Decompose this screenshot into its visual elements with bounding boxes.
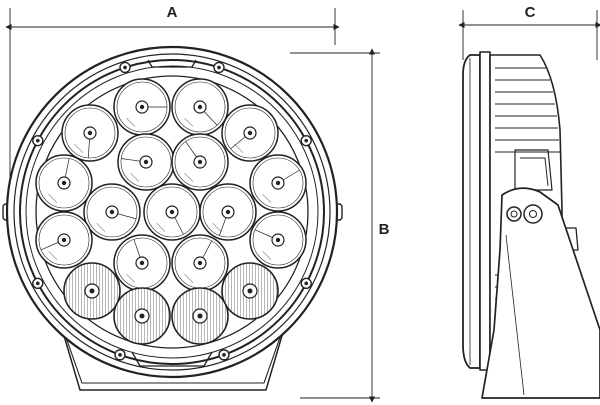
bezel-ring [19, 59, 325, 365]
led-clear [35, 154, 93, 212]
side-bracket [481, 187, 600, 399]
bezel-screw [32, 277, 44, 290]
pivot-bolt-1 [506, 206, 522, 222]
side-lens-plate [462, 54, 481, 369]
led-clear [249, 154, 307, 212]
dimension-c [458, 10, 600, 60]
led-clear [171, 78, 229, 136]
led-striped [63, 262, 121, 320]
led-striped [221, 262, 279, 320]
bezel-screw [300, 277, 312, 290]
bezel-screw [213, 61, 225, 74]
led-striped [171, 287, 229, 345]
bezel-screw [300, 134, 312, 147]
side-bezel [479, 51, 491, 371]
bezel-screws [32, 61, 312, 361]
dimension-b-label: B [379, 221, 390, 238]
bezel-screw [32, 134, 44, 147]
pivot-bolt-2 [523, 204, 543, 224]
led-clear [221, 104, 279, 162]
led-clear [171, 133, 229, 191]
bezel-screw [218, 349, 230, 361]
bezel-screw [119, 61, 131, 74]
led-array [35, 78, 307, 345]
lens-field [35, 75, 309, 349]
bezel-screw [114, 349, 126, 361]
led-clear [143, 183, 201, 241]
dimension-b [290, 48, 380, 403]
led-clear [199, 183, 257, 241]
led-clear [171, 234, 229, 292]
led-clear [117, 133, 175, 191]
led-clear [249, 211, 307, 269]
led-striped [113, 287, 171, 345]
dimension-c-label: C [525, 4, 536, 21]
led-clear [113, 234, 171, 292]
led-clear [61, 104, 119, 162]
led-clear [113, 78, 171, 136]
led-clear [35, 211, 93, 269]
led-clear [83, 183, 141, 241]
side-view [462, 51, 600, 399]
dimension-a-label: A [167, 4, 178, 21]
